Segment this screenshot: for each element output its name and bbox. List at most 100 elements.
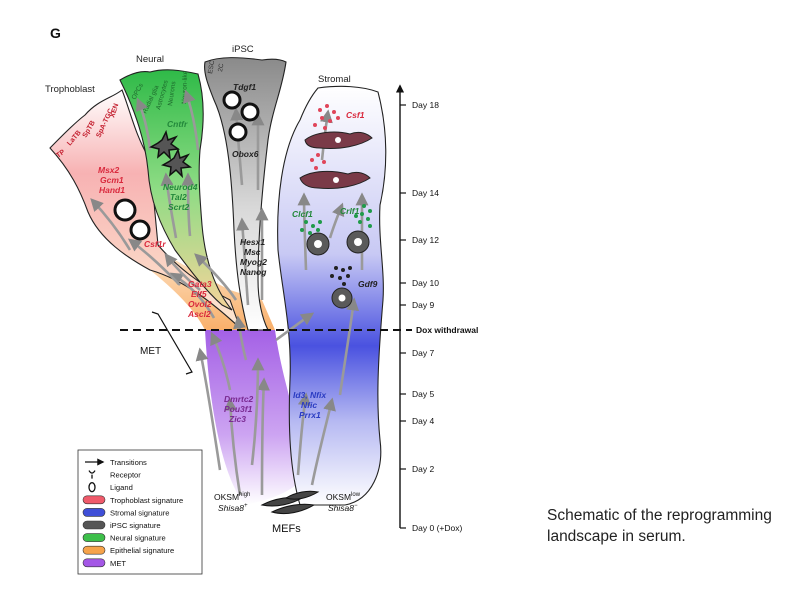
- legend-label: Receptor: [110, 471, 141, 480]
- legend-item: Receptor: [88, 470, 141, 480]
- legend-label: MET: [110, 559, 126, 568]
- gene-id3-nfix: Id3, Nfix: [293, 390, 327, 400]
- gene-gcm1: Gcm1: [100, 175, 124, 185]
- gene-prrx1: Prrx1: [299, 410, 321, 420]
- crlf1-ligand-dots: [354, 204, 372, 228]
- oksm-low-label: OKSMlow Shisa8−: [326, 492, 361, 513]
- legend-swatch: [82, 495, 106, 505]
- timeline-label: Day 9: [412, 300, 434, 310]
- gene-hesx1: Hesx1: [240, 237, 265, 247]
- branch-label-stromal: Stromal: [318, 74, 351, 85]
- neural-cell-1: [149, 129, 181, 161]
- oksm-high-gene: Shisa8: [218, 503, 244, 513]
- troph-subtype-xen: XEN: [109, 103, 120, 119]
- gene-elf5: Elf5: [191, 289, 207, 299]
- gene-msc: Msc: [244, 247, 261, 257]
- receptor-icon: [88, 470, 96, 479]
- timeline-label: Day 2: [412, 464, 434, 474]
- neural-cell-2: [161, 147, 193, 179]
- ipsc-cell-1: [222, 90, 242, 110]
- svg-text:Shisa8+: Shisa8+: [218, 503, 248, 513]
- timeline-label: Day 14: [412, 188, 439, 198]
- legend-label: Neural signature: [110, 534, 166, 543]
- oksm-low-gene: Shisa8: [328, 503, 354, 513]
- legend-swatch: [82, 545, 106, 555]
- gene-myog2: Myog2: [240, 257, 267, 267]
- legend-label: Epithelial signature: [110, 546, 174, 555]
- stromal-cell-2: [299, 170, 371, 189]
- troph-subtype-tp: TP: [55, 149, 67, 160]
- met-bracket: [151, 311, 193, 375]
- transition-arrows: [90, 89, 369, 496]
- ipsc-cell-2: [240, 102, 260, 122]
- gene-gdf9: Gdf9: [358, 279, 378, 289]
- legend-swatch: [82, 520, 106, 530]
- gene-zic3: Zic3: [228, 414, 246, 424]
- stromal-round-cell-3: [331, 287, 353, 309]
- legend-item: Transitions: [85, 458, 147, 467]
- ipsc-cell-3: [228, 122, 248, 142]
- neural-subtype-neuron-like: Neuron-like: [181, 70, 189, 104]
- clcf1-ligand-dots: [300, 220, 322, 235]
- stromal-round-cell-2: [346, 230, 370, 254]
- gene-crlf1: Crlf1: [340, 206, 360, 216]
- branch-label-neural: Neural: [136, 54, 164, 65]
- legend-label: Ligand: [110, 483, 133, 492]
- gene-hand1: Hand1: [99, 185, 125, 195]
- gene-pou3f1: Pou3f1: [224, 404, 253, 414]
- gene-tdgf1: Tdgf1: [233, 82, 256, 92]
- svg-text:Shisa8−: Shisa8−: [328, 503, 358, 513]
- legend-label: iPSC signature: [110, 521, 161, 530]
- timeline-ticks: Day 18 Day 14 Day 12 Day 10 Day 9 Dox withdra…: [400, 100, 478, 533]
- timeline-label: Day 7: [412, 348, 434, 358]
- svg-text:OKSMhigh: OKSMhigh: [214, 492, 250, 502]
- gene-msx2: Msx2: [98, 165, 120, 175]
- legend-item: iPSC signature: [82, 520, 161, 530]
- timeline-label: Day 5: [412, 389, 434, 399]
- stromal-branch: [277, 85, 387, 506]
- oksm-high-sup2: +: [244, 503, 248, 509]
- timeline-label: Day 18: [412, 100, 439, 110]
- legend-swatch: [82, 533, 106, 542]
- legend-item: Epithelial signature: [82, 545, 174, 555]
- legend-label: Transitions: [110, 458, 147, 467]
- legend-swatch: [82, 558, 106, 568]
- gene-cntfr: Cntfr: [167, 119, 188, 129]
- legend-item: Trophoblast signature: [82, 495, 183, 505]
- gene-clcf1: Clcf1: [292, 209, 313, 219]
- ipsc-subtype-2c: 2C: [217, 63, 225, 73]
- legend-label: Stromal signature: [110, 508, 170, 517]
- mefs-cells: [260, 490, 320, 515]
- ipsc-branch: [204, 57, 287, 331]
- oksm-low-main: OKSM: [326, 492, 351, 502]
- timeline-label: Day 12: [412, 235, 439, 245]
- gene-neurod4: Neurod4: [163, 182, 198, 192]
- ipsc-subtype-esc: ESC: [207, 60, 216, 75]
- timeline-label: Day 4: [412, 416, 434, 426]
- timeline-label: Day 10: [412, 278, 439, 288]
- gene-nanog: Nanog: [240, 267, 267, 277]
- mefs-label: MEFs: [272, 523, 301, 535]
- neural-subtype-neurons: Neurons: [167, 80, 177, 106]
- svg-text:OKSMlow: OKSMlow: [326, 492, 361, 502]
- gene-csf1: Csf1: [346, 110, 365, 120]
- timeline-label: Dox withdrawal: [416, 325, 478, 335]
- gene-ascl2: Ascl2: [187, 309, 211, 319]
- timeline-label: Day 0 (+Dox): [412, 523, 462, 533]
- gene-scrt2: Scrt2: [168, 202, 190, 212]
- legend-item: MET: [82, 558, 126, 568]
- gene-nfic: Nfic: [301, 400, 317, 410]
- panel-label: G: [50, 25, 61, 41]
- legend-item: Neural signature: [82, 533, 166, 543]
- gene-csf1r: Csf1r: [144, 239, 166, 249]
- legend-swatch: [82, 508, 106, 517]
- stromal-round-cell-1: [306, 232, 330, 256]
- branch-label-trophoblast: Trophoblast: [45, 84, 95, 95]
- figure-caption: Schematic of the reprogramming landscape…: [547, 507, 772, 545]
- stromal-cell-1: [304, 131, 373, 149]
- oksm-low-sup2: −: [354, 503, 358, 509]
- oksm-high-sup: high: [239, 492, 250, 498]
